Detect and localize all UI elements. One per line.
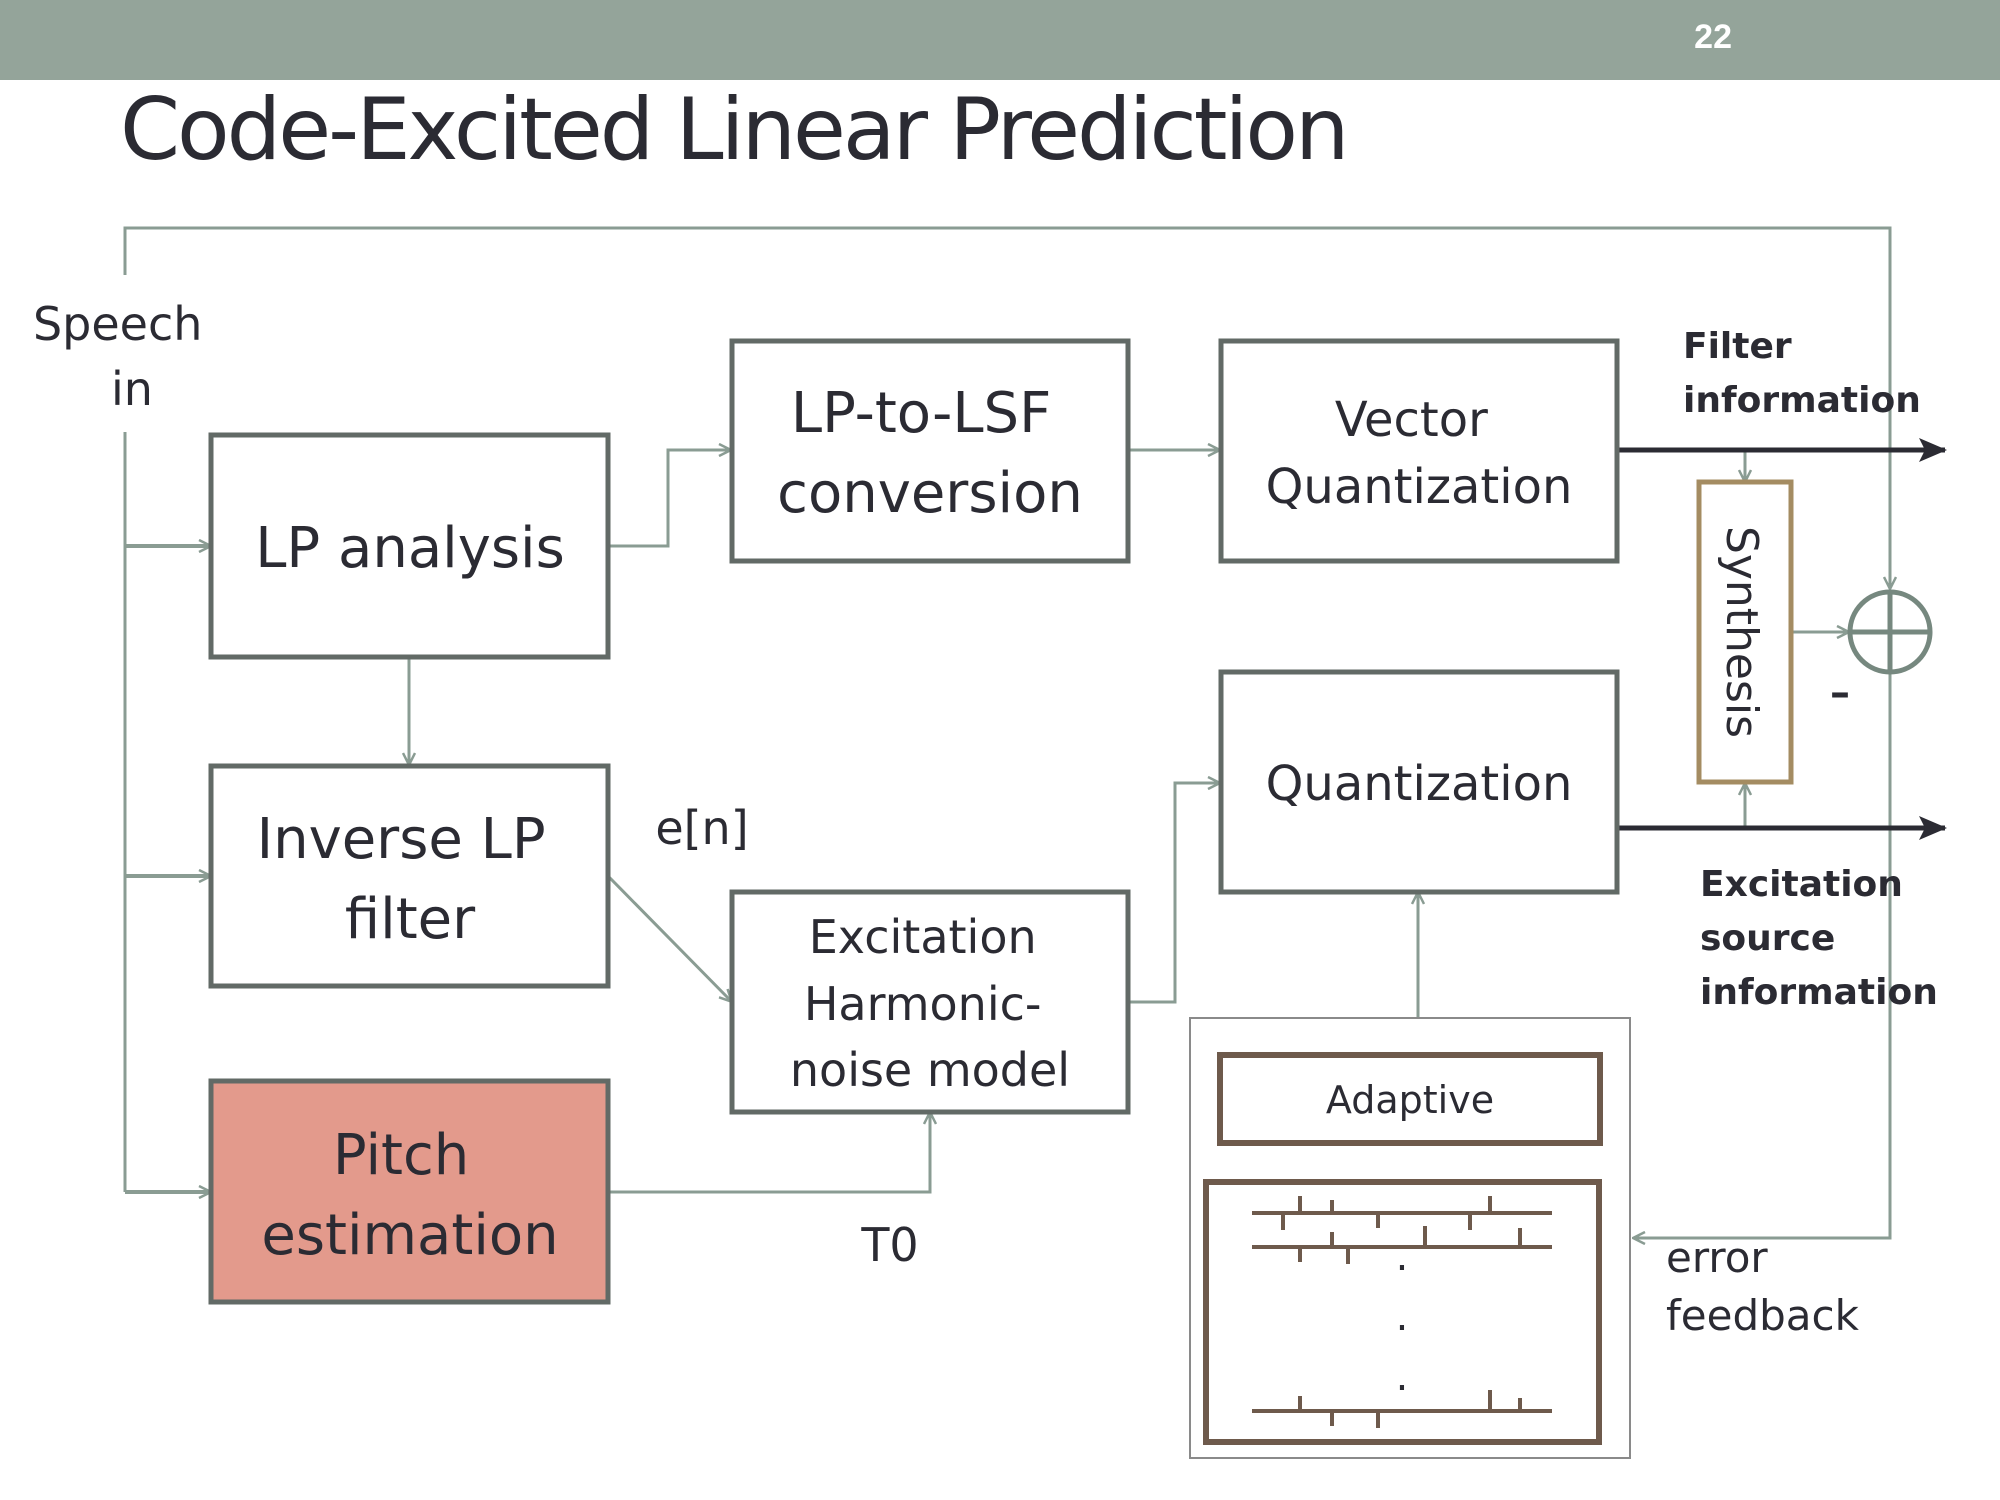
excitation-info-line1: Excitation — [1700, 864, 1903, 905]
page-number: 22 — [1694, 18, 1732, 56]
filter-info-label: Filter information — [1683, 326, 1921, 421]
lp-analysis-block: LP analysis — [208, 432, 611, 660]
speech-in-line1: Speech — [33, 297, 202, 351]
filter-info-line1: Filter — [1683, 326, 1792, 367]
svg-text:Vector Quantization: Vector Quantization — [1266, 392, 1573, 515]
vector-quantization-block: Vector Quantization — [1218, 338, 1620, 564]
lp-to-lsf-label-line2: conversion — [777, 461, 1083, 526]
vq-label-line2: Quantization — [1266, 459, 1573, 515]
vq-label-line1: Vector — [1335, 392, 1488, 448]
excitation-info-line3: information — [1700, 972, 1938, 1013]
excitation-label-line3: noise model — [790, 1043, 1070, 1097]
en-label: e[n] — [655, 801, 748, 855]
pitch-estimation-block: Pitch estimation — [208, 1078, 611, 1305]
dot-2: . — [1396, 1294, 1409, 1340]
inverse-lp-filter-block: Inverse LP filter — [208, 763, 611, 989]
adaptive-label: Adaptive — [1326, 1078, 1494, 1122]
synthesis-label: Synthesis — [1716, 526, 1767, 738]
inverse-lp-label-line1: Inverse LP — [257, 807, 546, 872]
lp-analysis-label: LP analysis — [255, 516, 565, 581]
connector-lines — [123, 226, 1892, 1238]
codebook-panel: Adaptive . . . — [1189, 1017, 1631, 1459]
excitation-label-line2: Harmonic- — [804, 977, 1042, 1031]
quantization-label: Quantization — [1266, 756, 1573, 812]
error-feedback-line — [1634, 668, 1892, 1238]
filter-info-line2: information — [1683, 380, 1921, 421]
svg-text:Excitation Harmonic-: Excitation Harmonic- noise model — [790, 910, 1070, 1097]
codebook-pulse-tracks — [1252, 1196, 1552, 1428]
t0-label: T0 — [860, 1218, 918, 1272]
error-feedback-label: error feedback — [1666, 1233, 1860, 1340]
synthesis-block: Synthesis — [1696, 479, 1794, 785]
inverse-lp-label-line2: filter — [345, 887, 476, 952]
dot-3: . — [1396, 1354, 1409, 1400]
slide-title: Code-Excited Linear Prediction — [120, 80, 1349, 180]
speech-in-line2: in — [111, 362, 153, 416]
error-feedback-line1: error — [1666, 1233, 1768, 1282]
svg-text:Quantization: Quantization — [1266, 756, 1573, 812]
excitation-label-line1: Excitation — [809, 910, 1037, 964]
header-bar: 22 — [0, 0, 2000, 80]
summing-node — [1847, 589, 1933, 675]
svg-text:Pitch estimation: Pitch estimation — [261, 1123, 558, 1268]
minus-sign: – — [1830, 670, 1850, 716]
error-feedback-line2: feedback — [1666, 1291, 1860, 1340]
feedback-top-line — [123, 226, 1890, 588]
speech-in-label: Speech in — [33, 297, 217, 416]
lp-to-lsf-block: LP-to-LSF conversion — [729, 338, 1131, 564]
svg-text:LP-to-LSF conversion: LP-to-LSF conversion — [777, 381, 1083, 526]
dot-1: . — [1396, 1234, 1409, 1280]
pitch-label-line1: Pitch — [333, 1123, 469, 1188]
excitation-info-label: Excitation source information — [1700, 864, 1938, 1013]
pitch-label-line2: estimation — [261, 1203, 558, 1268]
output-arrows — [1607, 438, 1947, 840]
excitation-info-line2: source — [1700, 918, 1835, 959]
excitation-model-block: Excitation Harmonic- noise model — [729, 889, 1131, 1115]
svg-text:Inverse LP filter: Inverse LP filter — [257, 807, 564, 952]
svg-text:LP analysis: LP analysis — [255, 516, 565, 581]
quantization-block: Quantization — [1218, 669, 1620, 895]
lp-to-lsf-label-line1: LP-to-LSF — [791, 381, 1051, 446]
